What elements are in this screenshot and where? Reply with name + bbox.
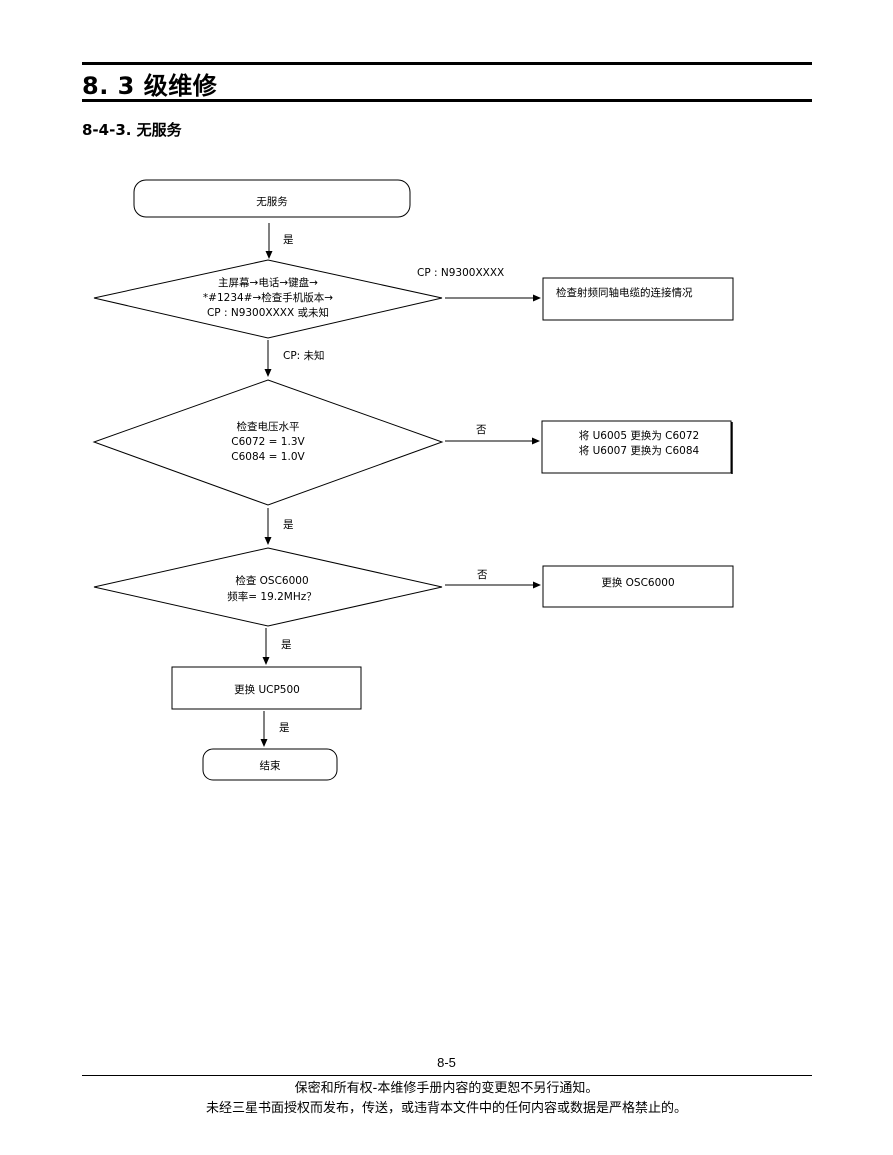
d1-down-label: CP: 未知 (283, 349, 325, 362)
d2-line-1: 检查电压水平 (237, 420, 300, 433)
d1-line-1: 主屏幕→电话→键盘→ (218, 276, 318, 289)
end-label: 结束 (260, 759, 281, 772)
header-top-rule (82, 62, 812, 65)
d3-line-2: 频率= 19.2MHz？ (227, 590, 316, 603)
d2-line-2: C6072 = 1.3V (231, 436, 305, 448)
action-replace-regulators (541, 420, 732, 474)
d3-line-1: 检查 OSC6000 (235, 574, 308, 587)
process-label: 更换 UCP500 (234, 683, 300, 696)
footer-rule (82, 1075, 812, 1076)
section-title: 8. 3 级维修 (82, 72, 218, 100)
action-check-cable (542, 277, 734, 321)
decision-check-voltage (92, 379, 444, 506)
d1-line-2: *#1234#→检查手机版本→ (203, 291, 333, 304)
start-yes-label: 是 (283, 234, 294, 246)
action-replace-oscillator (542, 565, 734, 608)
subsection-title: 8-4-3. 无服务 (82, 121, 182, 139)
start-label: 无服务 (256, 195, 288, 208)
d2-yes-label: 是 (283, 519, 294, 531)
d3-yes-label: 是 (281, 639, 292, 651)
footer-copyright: 未经三星书面授权而发布，传送，或违背本文件中的任何内容或数据是严格禁止的。 (205, 1101, 687, 1116)
action2-line-1: 将 U6005 更换为 C6072 (579, 429, 699, 442)
action3-label: 更换 OSC6000 (601, 576, 674, 589)
d2-line-3: C6084 = 1.0V (231, 451, 305, 463)
start-terminal (133, 179, 411, 218)
d1-yes-label: CP : N9300XXXX (417, 267, 504, 279)
action2-line-2: 将 U6007 更换为 C6084 (579, 444, 700, 457)
page-number: 8-5 (437, 1055, 456, 1070)
header-bottom-rule (82, 99, 812, 102)
d1-line-3: CP : N9300XXXX 或未知 (207, 306, 329, 319)
end-terminal (202, 748, 338, 781)
process-replace-ucp500 (171, 666, 362, 710)
d3-no-label: 否 (477, 569, 488, 581)
d2-no-label: 否 (476, 424, 487, 436)
process-yes-label: 是 (279, 722, 290, 734)
footer-confidentiality: 保密和所有权-本维修手册内容的变更恕不另行通知。 (294, 1081, 599, 1096)
decision-check-version (93, 259, 443, 339)
action1-label: 检查射频同轴电缆的连接情况 (556, 286, 693, 299)
decision-check-oscillator (93, 547, 443, 627)
